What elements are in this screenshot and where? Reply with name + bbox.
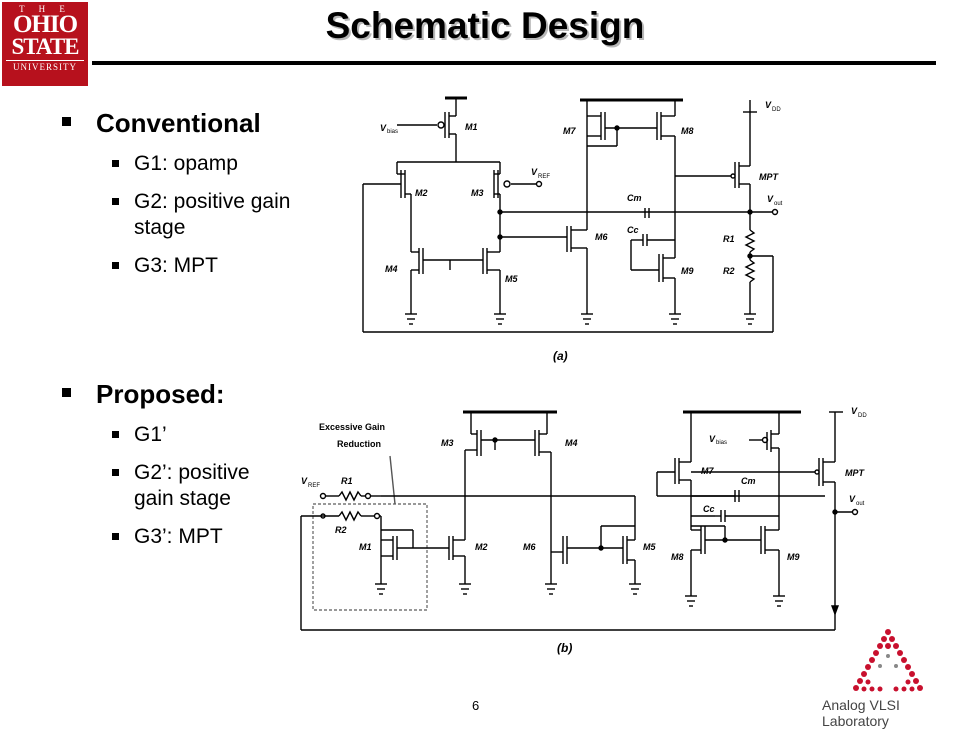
schematic-conventional: V bias M1 M2 M3 M4 M5 M6 M7 M8 M9 MPT V … <box>362 96 783 363</box>
caption-a: (a) <box>553 349 568 363</box>
proposed-heading: Proposed: <box>62 379 302 410</box>
label-m9: M9 <box>787 552 800 562</box>
label-vbias-sub: bias <box>716 440 727 446</box>
label-mpt: MPT <box>759 172 780 182</box>
label-m3: M3 <box>471 188 484 198</box>
label-vref-sub: REF <box>538 174 550 180</box>
label-vbias: V <box>380 123 387 133</box>
logo-line-university: UNIVERSITY <box>6 60 84 72</box>
conventional-item: G1: opamp <box>112 151 314 177</box>
label-cm: Cm <box>627 193 642 203</box>
logo-line-ohio: OHIO <box>12 11 78 38</box>
conventional-item: G2: positive gain stage <box>112 189 294 241</box>
page-number: 6 <box>472 698 480 713</box>
title-rule <box>92 61 936 65</box>
proposed-item: G1’ <box>112 422 314 448</box>
label-m2: M2 <box>415 188 428 198</box>
label-vout: V <box>767 194 774 204</box>
slide-title: Schematic Design <box>325 5 645 46</box>
label-m4: M4 <box>565 438 578 448</box>
label-r2: R2 <box>723 266 735 276</box>
label-vout: V <box>849 494 856 504</box>
label-vdd-sub: DD <box>772 107 781 113</box>
proposed-item: G2’: positive gain stage <box>112 460 294 512</box>
label-r1: R1 <box>341 476 353 486</box>
label-m6: M6 <box>523 542 536 552</box>
label-m6: M6 <box>595 232 608 242</box>
label-vout-sub: out <box>774 201 783 207</box>
label-vref-sub: REF <box>308 483 320 489</box>
label-m7: M7 <box>701 466 714 476</box>
university-logo: T H E OHIO STATE UNIVERSITY <box>2 2 88 86</box>
conventional-item: G3: MPT <box>112 253 314 279</box>
label-m8: M8 <box>671 552 684 562</box>
label-m2: M2 <box>475 542 488 552</box>
conventional-heading: Conventional <box>62 108 302 139</box>
label-m3: M3 <box>441 438 454 448</box>
lab-logo <box>853 629 923 692</box>
label-m5: M5 <box>505 274 518 284</box>
annotation-line1: Excessive Gain <box>319 422 385 432</box>
label-vref: V <box>531 167 538 177</box>
label-vdd-sub: DD <box>858 413 867 419</box>
label-vdd: V <box>765 100 772 110</box>
label-cm: Cm <box>741 476 756 486</box>
label-vdd: V <box>851 406 858 416</box>
annotation-line2: Reduction <box>337 439 381 449</box>
proposed-item: G3’: MPT <box>112 524 314 550</box>
label-m7: M7 <box>563 126 576 136</box>
label-r2: R2 <box>335 525 347 535</box>
lab-name: Analog VLSI Laboratory <box>822 697 900 729</box>
schematic-proposed: Excessive Gain Reduction V REF R1 R2 M1 … <box>300 406 867 655</box>
label-m4: M4 <box>385 264 398 274</box>
label-r1: R1 <box>723 234 735 244</box>
label-m1: M1 <box>359 542 372 552</box>
logo-line-state: STATE <box>11 34 79 59</box>
label-cc: Cc <box>703 504 715 514</box>
label-cc: Cc <box>627 225 639 235</box>
label-vbias: V <box>709 434 716 444</box>
label-vout-sub: out <box>856 501 865 507</box>
label-vbias-sub: bias <box>387 129 398 135</box>
label-m5: M5 <box>643 542 656 552</box>
label-mpt: MPT <box>845 468 866 478</box>
label-vref: V <box>301 476 308 486</box>
label-m9: M9 <box>681 266 694 276</box>
label-m8: M8 <box>681 126 694 136</box>
caption-b: (b) <box>557 641 572 655</box>
logo-line-the: T H E <box>19 4 71 14</box>
conventional-list: Conventional G1: opamp G2: positive gain… <box>62 108 302 279</box>
proposed-list: Proposed: G1’ G2’: positive gain stage G… <box>62 379 302 550</box>
label-m1: M1 <box>465 122 478 132</box>
